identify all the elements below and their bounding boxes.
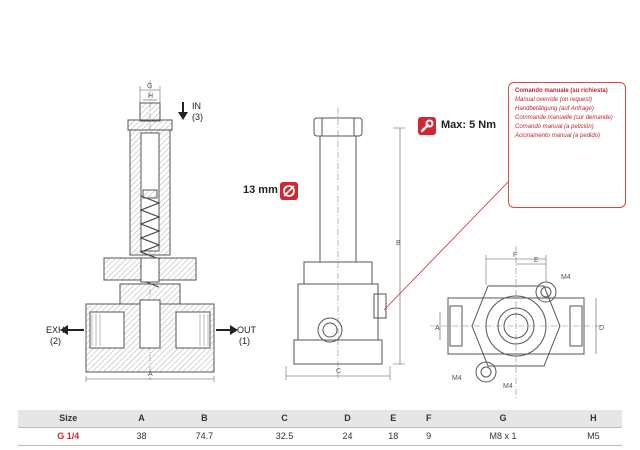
dim-a-label: A	[148, 371, 153, 378]
table-header: H	[564, 410, 622, 428]
table-cell: 38	[118, 427, 165, 446]
table-cell: M5	[564, 427, 622, 446]
dim-c-label: C	[336, 368, 341, 375]
exh-arrow-icon	[60, 325, 84, 335]
table-header: G	[441, 410, 565, 428]
in-arrow-icon	[178, 102, 188, 120]
exh-label: EXH	[46, 325, 65, 335]
table-header: D	[324, 410, 371, 428]
table-cell: 32.5	[244, 427, 325, 446]
dim-h-label: H	[148, 93, 153, 100]
table-header: B	[164, 410, 245, 428]
table-row: G 1/4 38 74.7 32.5 24 18 9 M8 x 1 M5	[18, 427, 622, 446]
table-cell: 24	[324, 427, 371, 446]
wrench-size-label: 13 mm	[243, 184, 278, 196]
diameter-icon	[280, 182, 298, 200]
in-label: IN	[192, 101, 201, 111]
table-cell: 18	[370, 427, 417, 446]
section-view	[85, 80, 215, 382]
callout-line-de: Handbetätigung (auf Anfrage)	[515, 106, 594, 112]
table-header: C	[244, 410, 325, 428]
callout-line-en: Manual override (on request)	[515, 97, 593, 103]
m4-bottom-label: M4	[503, 383, 513, 390]
in-port-number: (3)	[192, 112, 203, 122]
dimensions-table: Size A B C D E F G H G 1/4 38 74.7 32.5 …	[18, 410, 622, 446]
table-header: F	[416, 410, 442, 428]
wrench-icon	[418, 117, 436, 135]
table-header: A	[118, 410, 165, 428]
exh-port-number: (2)	[50, 336, 61, 346]
m4-bottom-left-label: M4	[452, 375, 462, 382]
table-cell: 74.7	[164, 427, 245, 446]
out-arrow-icon	[216, 325, 238, 335]
bottom-view	[430, 246, 604, 400]
manual-override-callout: Comando manuale (su richiesta) Manual ov…	[508, 82, 626, 208]
dim-e-label: E	[534, 257, 539, 264]
out-label: OUT	[237, 325, 257, 335]
side-view	[285, 108, 509, 380]
callout-line-es: Comando manual (a petición)	[515, 124, 594, 130]
table-header: Size	[18, 410, 119, 428]
dim-b-label: B	[396, 240, 401, 247]
dim-f-label: F	[513, 252, 517, 259]
callout-line-fr: Commande manuelle (sur demande)	[515, 115, 613, 121]
table-header-row: Size A B C D E F G H	[18, 410, 622, 428]
dim-a-bottom-label: A	[435, 325, 440, 332]
m4-top-label: M4	[561, 274, 571, 281]
dim-g-label: G	[147, 83, 152, 90]
table-cell: M8 x 1	[441, 427, 565, 446]
max-torque-label: Max: 5 Nm	[441, 119, 497, 131]
table-cell: 9	[416, 427, 442, 446]
table-header: E	[370, 410, 417, 428]
dim-d-label: D	[599, 325, 604, 332]
table-cell-size: G 1/4	[18, 427, 119, 446]
technical-drawing: G H A IN (3) EXH (2) OUT (1)	[46, 80, 623, 400]
callout-title: Comando manuale (su richiesta)	[515, 88, 608, 94]
callout-line-pt: Acionamento manual (a pedido)	[515, 133, 601, 139]
out-port-number: (1)	[239, 336, 250, 346]
